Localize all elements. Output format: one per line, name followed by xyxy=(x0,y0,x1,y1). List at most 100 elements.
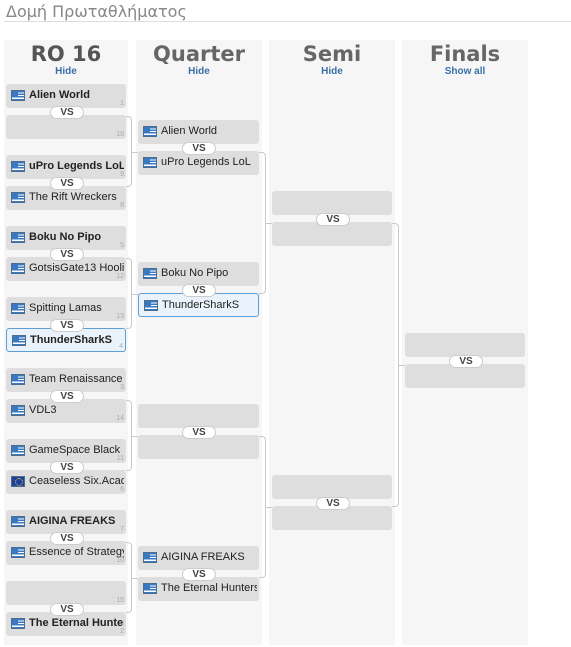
round-title-quarter: Quarter xyxy=(153,42,245,66)
greece-flag-icon xyxy=(11,547,25,558)
greece-flag-icon xyxy=(11,90,25,101)
team-name: ThunderSharkS xyxy=(162,299,240,311)
bracket-connector xyxy=(126,400,132,471)
bracket-connector xyxy=(132,151,138,153)
seed-number: 8 xyxy=(120,202,124,209)
empty-slot[interactable] xyxy=(272,506,392,530)
round-title-ro16: RO 16 xyxy=(30,42,102,66)
seed-number: 9 xyxy=(120,171,124,178)
bracket-connector xyxy=(259,436,266,578)
greece-flag-icon xyxy=(11,405,25,416)
vs-badge: VS xyxy=(316,213,350,226)
team-slot[interactable]: Spitting Lamas 13 xyxy=(6,297,126,321)
team-name: GotsisGate13 Hooligans xyxy=(29,262,124,274)
round-title-finals: Finals xyxy=(429,42,501,66)
bracket-connector xyxy=(132,577,138,579)
team-slot[interactable]: Alien World xyxy=(138,120,259,144)
empty-slot[interactable] xyxy=(272,475,392,499)
team-name: Spitting Lamas xyxy=(29,302,102,314)
greece-flag-icon xyxy=(11,618,25,629)
empty-slot[interactable] xyxy=(138,404,259,428)
empty-slot[interactable] xyxy=(405,364,525,388)
vs-badge: VS xyxy=(50,248,84,261)
seed-number: 14 xyxy=(116,415,124,422)
empty-slot[interactable] xyxy=(272,191,392,215)
team-slot[interactable]: The Eternal Hunters xyxy=(138,577,259,601)
greece-flag-icon xyxy=(143,268,157,279)
empty-slot[interactable]: 15 xyxy=(6,581,126,605)
team-name: Essence of Strategy xyxy=(29,546,124,558)
round-toggle-semi[interactable]: Hide xyxy=(321,66,343,77)
bracket-connector xyxy=(126,116,132,187)
greece-flag-icon xyxy=(12,335,26,346)
greece-flag-icon xyxy=(11,161,25,172)
round-toggle-quarter[interactable]: Hide xyxy=(188,66,210,77)
team-slot[interactable]: Ceaseless Six.Academy6 xyxy=(6,470,126,494)
team-slot[interactable]: uPro Legends LoL xyxy=(138,151,259,175)
team-name: uPro Legends LoL xyxy=(29,160,124,172)
seed-number: 10 xyxy=(116,557,124,564)
bracket-connector xyxy=(392,223,399,507)
team-name: Ceaseless Six.Academy xyxy=(29,475,124,487)
seed-number: 16 xyxy=(116,131,124,138)
team-name: Boku No Pipo xyxy=(161,267,229,279)
empty-slot[interactable] xyxy=(272,222,392,246)
team-name: The Eternal Hunters xyxy=(161,582,257,594)
greece-flag-icon xyxy=(11,232,25,243)
team-slot[interactable]: ThunderSharkS 4 xyxy=(6,328,126,352)
bracket-connector xyxy=(132,293,138,295)
vs-badge: VS xyxy=(50,390,84,403)
page-title: Δομή Πρωταθλήματος xyxy=(6,2,187,21)
greece-flag-icon xyxy=(143,583,157,594)
greece-flag-icon xyxy=(143,126,157,137)
empty-slot[interactable] xyxy=(405,333,525,357)
empty-slot[interactable]: 16 xyxy=(6,115,126,139)
team-slot[interactable]: ThunderSharkS xyxy=(138,293,259,317)
bracket-connector xyxy=(259,152,266,294)
column-semi-bg xyxy=(269,40,395,645)
round-toggle-ro16[interactable]: Hide xyxy=(55,66,77,77)
vs-badge: VS xyxy=(182,426,216,439)
team-slot[interactable]: Boku No Pipo xyxy=(138,262,259,286)
vs-badge: VS xyxy=(50,106,84,119)
team-name: uPro Legends LoL xyxy=(161,156,251,168)
bracket-connector xyxy=(266,223,272,224)
bracket-connector xyxy=(132,435,138,437)
team-name: The Rift Wreckers xyxy=(29,191,117,203)
vs-badge: VS xyxy=(50,319,84,332)
greece-flag-icon xyxy=(11,192,25,203)
seed-number: 15 xyxy=(116,597,124,604)
empty-slot[interactable] xyxy=(138,435,259,459)
greece-flag-icon xyxy=(11,263,25,274)
greece-flag-icon xyxy=(11,516,25,527)
team-name: Team Renaissance xyxy=(29,373,123,385)
team-slot[interactable]: GotsisGate13 Hooligans12 xyxy=(6,257,126,281)
seed-number: 2 xyxy=(120,628,124,635)
round-toggle-finals[interactable]: Show all xyxy=(444,66,486,77)
greece-flag-icon xyxy=(143,157,157,168)
round-title-semi: Semi xyxy=(302,42,362,66)
vs-badge: VS xyxy=(50,461,84,474)
greece-flag-icon xyxy=(143,552,157,563)
vs-badge: VS xyxy=(316,497,350,510)
vs-badge: VS xyxy=(182,568,216,581)
seed-number: 12 xyxy=(116,273,124,280)
seed-number: 4 xyxy=(119,343,123,350)
vs-badge: VS xyxy=(50,177,84,190)
seed-number: 6 xyxy=(120,486,124,493)
team-name: Alien World xyxy=(161,125,218,137)
team-slot[interactable]: AIGINA FREAKS xyxy=(138,546,259,570)
team-name: ThunderSharkS xyxy=(30,334,112,346)
seed-number: 13 xyxy=(116,313,124,320)
vs-badge: VS xyxy=(182,142,216,155)
